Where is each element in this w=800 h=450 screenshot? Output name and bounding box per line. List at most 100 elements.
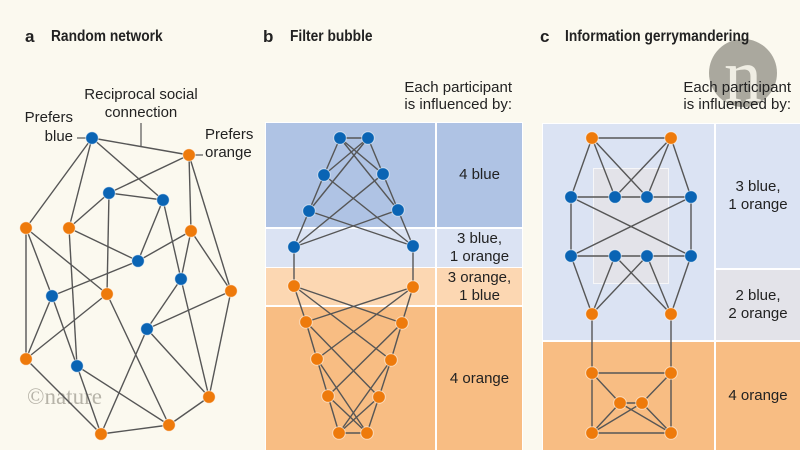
- nature-logo-icon: n: [709, 39, 777, 107]
- social-connection-edge: [25, 358, 102, 435]
- participant-node-prefers-orange: [321, 389, 335, 403]
- participant-node-prefers-orange: [332, 426, 346, 440]
- social-connection-edge: [591, 402, 621, 434]
- participant-node-prefers-blue: [156, 193, 170, 207]
- social-connection-edge: [25, 227, 108, 295]
- social-connection-edge: [208, 290, 232, 398]
- participant-node-prefers-blue: [70, 359, 84, 373]
- social-connection-edge: [108, 154, 190, 194]
- participant-node-prefers-blue: [684, 249, 698, 263]
- social-connection-edge: [591, 255, 648, 315]
- region-label: 2 orange: [728, 305, 788, 322]
- participant-node-prefers-blue: [85, 131, 99, 145]
- social-connection-edge: [591, 137, 648, 198]
- participant-node-prefers-orange: [360, 426, 374, 440]
- participant-node-prefers-blue: [608, 249, 622, 263]
- participant-node-prefers-orange: [62, 221, 76, 235]
- reciprocal-connection-label: Reciprocal social connection: [71, 86, 211, 122]
- social-connection-edge: [137, 199, 164, 262]
- participant-node-prefers-orange: [635, 396, 649, 410]
- region-4-orange-network-area: [543, 342, 714, 450]
- social-connection-edge: [146, 290, 232, 330]
- social-connection-edge: [168, 396, 210, 426]
- participant-node-prefers-orange: [287, 279, 301, 293]
- header-line: Each participant: [404, 79, 512, 96]
- participant-node-prefers-blue: [333, 131, 347, 145]
- social-connection-edge: [25, 295, 53, 360]
- participant-node-prefers-blue: [102, 186, 116, 200]
- social-connection-edge: [305, 286, 414, 323]
- participant-node-prefers-orange: [100, 287, 114, 301]
- social-connection-edge: [180, 278, 210, 398]
- participant-node-prefers-blue: [640, 190, 654, 204]
- social-connection-edge: [68, 227, 78, 367]
- participant-node-prefers-orange: [406, 280, 420, 294]
- social-connection-edge: [293, 285, 403, 324]
- participant-node-prefers-orange: [162, 418, 176, 432]
- social-connection-edge: [316, 286, 414, 360]
- participant-node-prefers-orange: [182, 148, 196, 162]
- panel-b-influence-header: Each participant is influenced by:: [372, 79, 512, 113]
- region-label: 4 blue: [459, 166, 500, 183]
- participant-node-prefers-blue: [140, 322, 154, 336]
- social-connection-edge: [25, 293, 108, 360]
- social-connection-edge: [76, 365, 102, 435]
- region-label: 3 blue,: [456, 230, 503, 247]
- panel-b-title: Filter bubble: [290, 28, 373, 45]
- participant-node-prefers-orange: [299, 315, 313, 329]
- social-connection-edge: [316, 358, 368, 434]
- social-connection-edge: [619, 402, 672, 434]
- social-connection-edge: [308, 137, 369, 212]
- social-connection-edge: [51, 260, 139, 297]
- social-connection-edge: [162, 199, 182, 280]
- social-connection-edge: [108, 192, 164, 201]
- region-3-blue-1-orange-label-cell: 3 blue, 1 orange: [716, 124, 800, 268]
- region-4-blue-network-area: [266, 123, 435, 227]
- participant-node-prefers-orange: [224, 284, 238, 298]
- social-connection-edge: [51, 295, 78, 367]
- participant-node-prefers-blue: [640, 249, 654, 263]
- panel-a-title: Random network: [51, 28, 163, 45]
- social-connection-edge: [25, 227, 53, 297]
- participant-node-prefers-blue: [361, 131, 375, 145]
- header-line: is influenced by:: [683, 96, 791, 113]
- participant-node-prefers-blue: [376, 167, 390, 181]
- prefers-blue-label: Prefers blue: [13, 108, 73, 146]
- region-2-blue-2-orange-label-cell: 2 blue, 2 orange: [716, 270, 800, 340]
- participant-node-prefers-blue: [391, 203, 405, 217]
- label-line: blue: [44, 128, 73, 145]
- social-connection-edge: [339, 137, 384, 175]
- social-connection-edge: [180, 230, 192, 280]
- participant-node-prefers-blue: [608, 190, 622, 204]
- panel-a-letter: a: [25, 27, 35, 46]
- label-line: orange: [205, 144, 252, 161]
- social-connection-edge: [146, 328, 210, 398]
- label-line: Reciprocal social: [84, 86, 198, 103]
- social-connection-edge: [188, 154, 192, 232]
- participant-node-prefers-orange: [384, 353, 398, 367]
- panel-c-influence-header: Each participant is influenced by:: [651, 79, 791, 113]
- social-connection-edge: [91, 137, 164, 201]
- social-connection-edge: [68, 137, 93, 229]
- region-label: 1 orange: [728, 196, 788, 213]
- participant-node-prefers-blue: [174, 272, 188, 286]
- social-connection-edge: [323, 137, 369, 176]
- participant-node-prefers-orange: [664, 131, 678, 145]
- social-connection-edge: [106, 293, 170, 426]
- participant-node-prefers-orange: [202, 390, 216, 404]
- social-connection-edge: [591, 137, 616, 198]
- region-label: 3 orange,: [447, 268, 512, 286]
- region-4-orange-label-cell: 4 orange: [437, 307, 522, 450]
- participant-node-prefers-orange: [184, 224, 198, 238]
- region-label: 4 orange: [728, 387, 788, 404]
- region-4-blue-label-cell: 4 blue: [437, 123, 522, 227]
- panel-b-letter: b: [263, 27, 274, 46]
- label-line: connection: [104, 104, 178, 121]
- participant-node-prefers-blue: [45, 289, 59, 303]
- social-connection-edge: [293, 173, 384, 248]
- participant-node-prefers-blue: [317, 168, 331, 182]
- participant-node-prefers-orange: [372, 390, 386, 404]
- participant-node-prefers-orange: [585, 307, 599, 321]
- social-connection-edge: [570, 255, 593, 315]
